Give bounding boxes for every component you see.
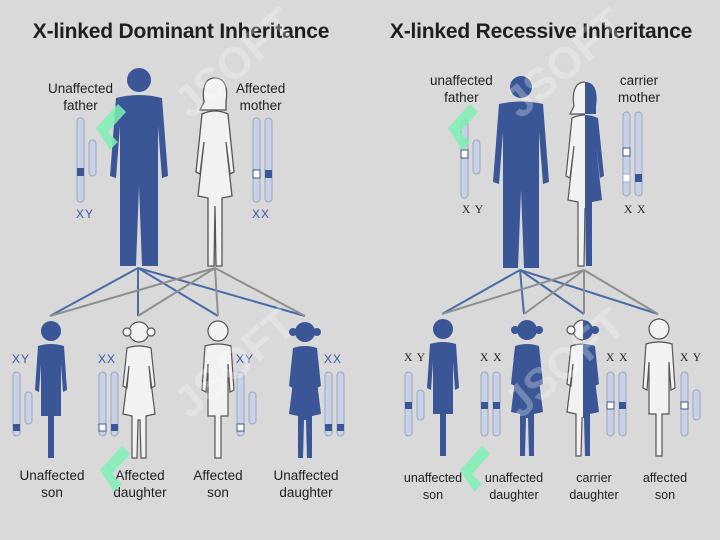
child1-label: Unaffected son [19, 468, 85, 500]
dominant-title: X-linked Dominant Inheritance [32, 20, 330, 43]
r-child1-label: unaffected son [403, 471, 463, 502]
r-carrier-daughter-figure [566, 319, 599, 457]
recessive-connector-lines [441, 269, 659, 315]
r-child3-label: carrier daughter [569, 471, 619, 502]
r-child4-label: affected son [642, 471, 688, 502]
r-child2-chromosomes [480, 371, 501, 437]
r-father-chromosomes [460, 119, 481, 199]
child1-chromosomes [12, 371, 33, 437]
affected-son-figure [201, 320, 235, 459]
child1-xy: XY [12, 352, 31, 366]
child4-xx: XX [324, 352, 343, 366]
mother-xx: XX [252, 207, 271, 221]
r-father-label: unaffected father [430, 73, 493, 105]
affected-daughter-figure [122, 321, 156, 459]
r-unaffected-daughter-figure [511, 320, 543, 456]
dominant-connector-lines [49, 267, 306, 317]
child2-xx: XX [98, 352, 117, 366]
unaffected-daughter-figure [289, 322, 321, 458]
child3-xy: XY [236, 352, 255, 366]
r-child1-xy: X Y [404, 352, 427, 364]
r-mother-xx: X X [624, 204, 647, 216]
child4-chromosomes [324, 371, 345, 437]
r-child2-xx: X X [480, 352, 503, 364]
r-child3-chromosomes [606, 371, 627, 437]
mother-chromosomes [252, 117, 273, 203]
r-father-xy: X Y [462, 204, 485, 216]
mother-figure [195, 77, 235, 267]
recessive-title: X-linked Recessive Inheritance [389, 20, 693, 43]
father-label: Unaffected father [48, 81, 114, 113]
r-mother-chromosomes [622, 111, 643, 197]
child3-chromosomes [236, 371, 257, 437]
father-chromosomes [76, 117, 97, 203]
child3-label: Affected son [193, 468, 243, 500]
r-father-figure [493, 76, 549, 268]
r-child4-xy: X Y [680, 352, 703, 364]
recessive-panel: X-linked Recessive Inheritance unaffecte… [362, 0, 720, 540]
father-xy: XY [76, 207, 95, 221]
dominant-panel: X-linked Dominant Inheritance Unaffected… [12, 20, 345, 500]
father-figure [110, 68, 168, 266]
child4-label: Unaffected daughter [273, 468, 339, 500]
r-child2-label: unaffected daughter [484, 471, 544, 502]
r-child3-xx: X X [606, 352, 629, 364]
r-child4-chromosomes [680, 371, 701, 437]
r-unaffected-son-figure [427, 319, 459, 456]
r-mother-label: carrier mother [618, 73, 661, 105]
child2-label: Affected daughter [113, 468, 167, 500]
unaffected-son-figure [35, 321, 67, 458]
r-affected-son-figure [642, 318, 676, 457]
r-child1-chromosomes [404, 371, 425, 437]
r-mother-figure [565, 81, 604, 267]
mother-label: Affected mother [236, 81, 286, 113]
child2-chromosomes [98, 371, 119, 437]
